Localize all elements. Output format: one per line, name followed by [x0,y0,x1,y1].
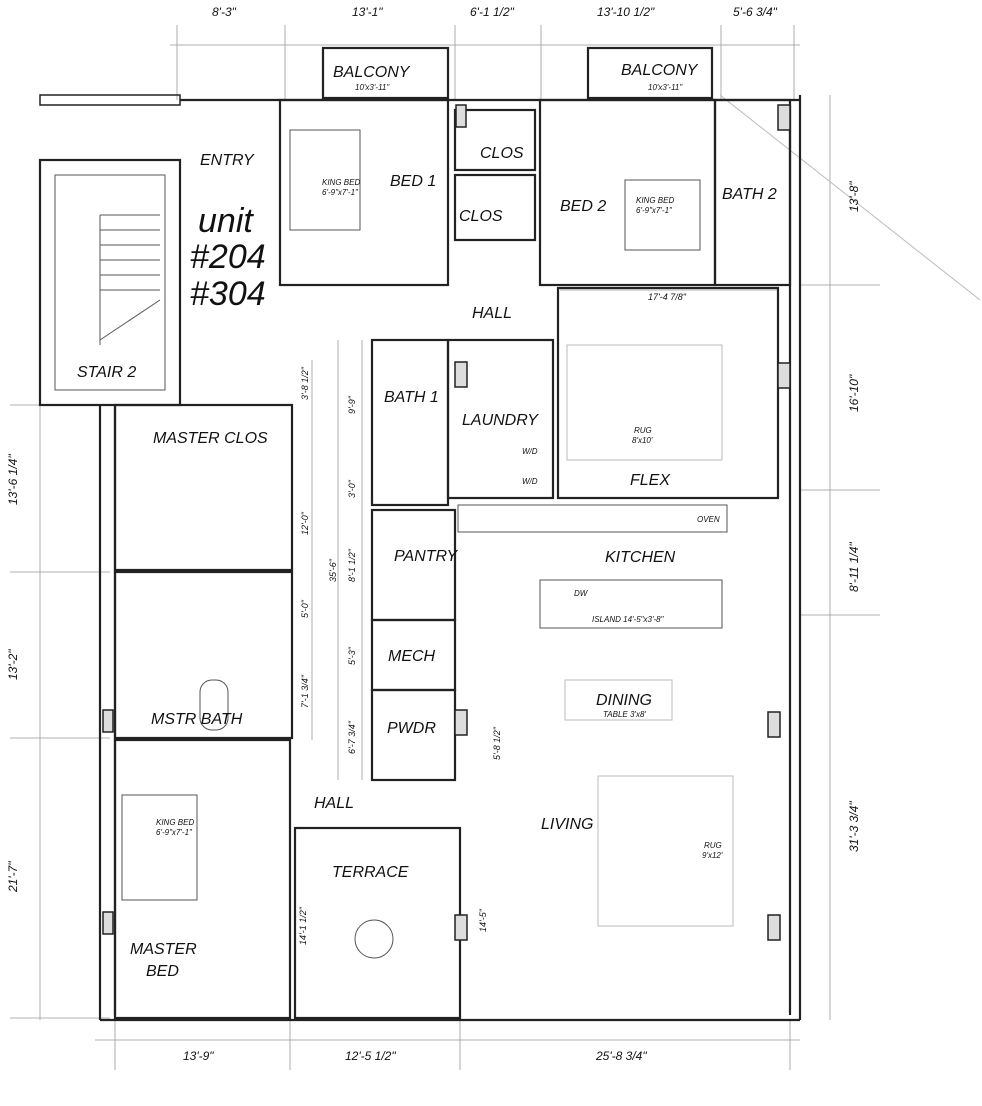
room-laundry: LAUNDRY [462,412,539,429]
room-bed-1: BED 1 [390,173,436,190]
dim-pwdr-side: 5'-8 1/2" [492,726,502,760]
unit-label-line1: unit [198,202,254,240]
dim-c-b: 3'-0" [347,479,357,498]
dim-top-5: 5'-6 3/4" [733,5,778,19]
dim-top-4: 13'-10 1/2" [597,5,655,19]
room-hall-top: HALL [472,305,512,322]
dim-flex-width: 17'-4 7/8" [648,292,687,302]
interior-walls [102,46,792,1020]
flex-rug: RUG [634,426,652,435]
dim-right-1: 13'-8" [847,181,861,212]
dishwasher-label: DW [574,589,589,598]
dim-top-3: 6'-1 1/2" [470,5,515,19]
dim-left-2: 13'-2" [6,649,20,680]
room-master-bed-line1: MASTER [130,941,197,958]
room-mstr-bath: MSTR BATH [151,711,243,728]
bed2-king-bed-size: 6'-9"x7'-1" [636,206,673,215]
master-king-bed-size: 6'-9"x7'-1" [156,828,193,837]
dim-mc-b: 12'-0" [300,511,310,535]
room-bath-2: BATH 2 [722,186,777,203]
room-living: LIVING [541,816,593,833]
room-clos-1: CLOS [480,145,524,162]
dim-right-2: 16'-10" [847,374,861,412]
balcony-2-size: 10'x3'-11" [648,83,683,92]
room-stair-2: STAIR 2 [77,364,136,381]
room-mech: MECH [388,648,436,665]
dim-left-1: 13'-6 1/4" [6,454,20,505]
dim-terrace-h2: 14'-5" [478,908,488,932]
bed1-king-bed-size: 6'-9"x7'-1" [322,188,359,197]
room-bath-1: BATH 1 [384,389,439,406]
dimension-labels: 8'-3" 13'-1" 6'-1 1/2" 13'-10 1/2" 5'-6 … [6,5,861,1063]
living-rug: RUG [704,841,722,850]
dim-c-c: 8'-1 1/2" [347,548,357,582]
dim-mb-b: 7'-1 3/4" [300,674,310,708]
room-labels: BALCONY 10'x3'-11" BALCONY 10'x3'-11" EN… [77,62,777,980]
room-entry: ENTRY [200,152,255,169]
island-label: ISLAND 14'-5"x3'-8" [592,615,665,624]
dim-right-4: 31'-3 3/4" [847,801,861,852]
room-master-bed-line2: BED [146,963,179,980]
dim-right-3: 8'-11 1/4" [847,542,861,592]
unit-label-line3: #304 [190,275,266,313]
dim-terrace-h: 14'-1 1/2" [298,906,308,945]
room-master-clos: MASTER CLOS [153,430,268,447]
dim-top-2: 13'-1" [352,5,383,19]
bed2-king-bed: KING BED [636,196,674,205]
dim-top-1: 8'-3" [212,5,237,19]
room-flex: FLEX [630,472,671,489]
room-hall-bottom: HALL [314,795,354,812]
room-balcony-1: BALCONY [333,64,411,81]
dim-left-3: 21'-7" [6,861,20,893]
room-pwdr: PWDR [387,720,436,737]
room-kitchen: KITCHEN [605,549,676,566]
dim-bottom-1: 13'-9" [183,1049,214,1063]
dim-bottom-3: 25'-8 3/4" [595,1049,647,1063]
dim-mc-a: 3'-8 1/2" [300,366,310,400]
dim-mb-a: 5'-0" [300,599,310,618]
washer-dryer-1: W/D [522,447,538,456]
room-clos-2: CLOS [459,208,503,225]
balcony-1-size: 10'x3'-11" [355,83,390,92]
living-rug-size: 9'x12' [702,851,723,860]
dim-bottom-2: 12'-5 1/2" [345,1049,396,1063]
room-balcony-2: BALCONY [621,62,699,79]
bed1-king-bed: KING BED [322,178,360,187]
oven-label: OVEN [697,515,720,524]
dining-table-label: TABLE 3'x8' [603,710,646,719]
dimension-lines [10,25,981,1070]
dim-c-d: 5'-3" [347,646,357,665]
room-dining: DINING [596,692,652,709]
room-bed-2: BED 2 [560,198,606,215]
dim-total: 35'-6" [328,558,338,582]
room-pantry: PANTRY [394,548,458,565]
flex-rug-size: 8'x10' [632,436,653,445]
room-terrace: TERRACE [332,864,409,881]
dim-c-a: 9'-9" [347,395,357,414]
master-king-bed: KING BED [156,818,194,827]
dim-c-e: 6'-7 3/4" [347,720,357,754]
washer-dryer-2: W/D [522,477,538,486]
unit-label-line2: #204 [190,238,266,276]
